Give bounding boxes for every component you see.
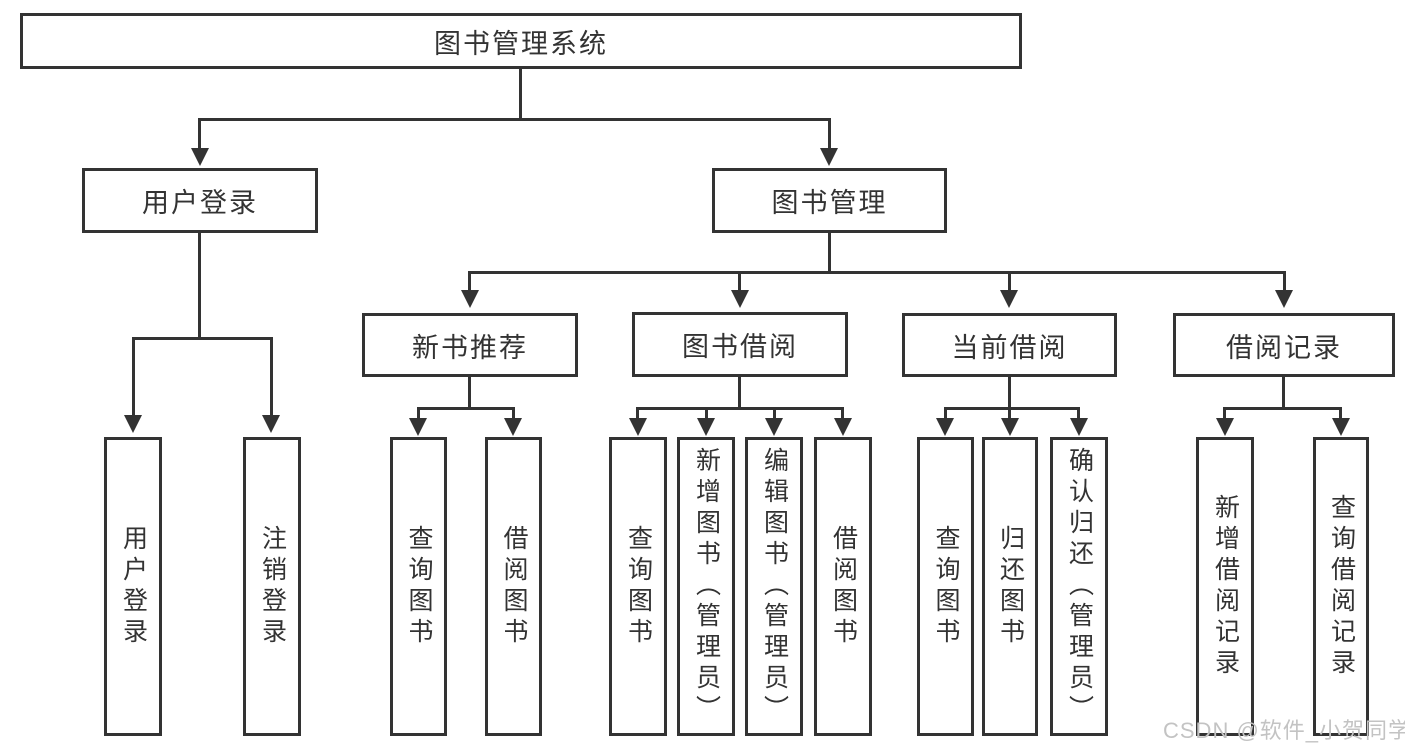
node-label: 图书借阅 xyxy=(682,332,798,362)
arrow-down-current-borrow xyxy=(1000,290,1018,308)
arrow-down-leaf xyxy=(504,418,522,436)
watermark: CSDN @软件_小贺同学 xyxy=(1163,718,1405,743)
connector-book-mgmt-rail xyxy=(468,271,1286,274)
connector-book-borrow-stem xyxy=(738,377,741,410)
leaf-confirm-return-admin: 确认归还（管理员） xyxy=(1050,437,1108,736)
node-current-borrow: 当前借阅 xyxy=(902,313,1117,377)
node-label: 图书管理系统 xyxy=(434,28,608,59)
node-label: 借阅图书 xyxy=(829,524,858,649)
node-label: 图书管理 xyxy=(771,188,888,218)
connector-to-leaf xyxy=(841,407,844,420)
connector-to-current-borrow xyxy=(1008,271,1011,292)
arrow-down-leaf-user-login xyxy=(124,415,142,433)
connector-to-new-books xyxy=(468,271,471,292)
node-label: 查询图书 xyxy=(932,524,960,649)
connector-to-leaf xyxy=(1077,407,1080,420)
node-label: 确认归还（管理员） xyxy=(1065,447,1094,726)
arrow-down-user-login xyxy=(191,148,209,166)
connector-to-leaf xyxy=(705,407,708,420)
node-borrow-records: 借阅记录 xyxy=(1173,313,1395,377)
arrow-down-book-mgmt xyxy=(820,148,838,166)
node-book-borrow: 图书借阅 xyxy=(632,312,848,377)
leaf-add-book-admin: 新增图书（管理员） xyxy=(677,437,735,736)
node-label: 查询图书 xyxy=(405,524,433,649)
connector-to-leaf xyxy=(944,407,947,420)
node-label: 借阅图书 xyxy=(500,524,528,649)
connector-to-leaf xyxy=(773,407,776,420)
leaf-return-book: 归还图书 xyxy=(982,437,1038,736)
arrow-down-leaf-logout xyxy=(262,415,280,433)
node-label: 查询借阅记录 xyxy=(1327,493,1356,680)
node-user-login: 用户登录 xyxy=(82,168,318,233)
connector-to-leaf xyxy=(636,407,639,420)
connector-current-borrow-rail xyxy=(944,407,1080,410)
connector-book-borrow-rail xyxy=(636,407,844,410)
node-label: 新书推荐 xyxy=(412,332,528,363)
leaf-borrow-books-newbooks: 借阅图书 xyxy=(485,437,542,736)
connector-current-borrow-stem xyxy=(1008,377,1011,410)
connector-to-leaf xyxy=(512,407,515,420)
connector-to-leaf xyxy=(417,407,420,420)
node-label: 当前借阅 xyxy=(951,332,1068,363)
connector-to-leaf-user-login xyxy=(132,337,135,417)
connector-to-book-borrow xyxy=(738,271,741,292)
connector-root-rail xyxy=(198,118,831,121)
node-label: 新增图书（管理员） xyxy=(692,447,721,726)
connector-borrow-records-rail xyxy=(1223,407,1342,410)
connector-to-user-login xyxy=(198,118,201,150)
connector-new-books-rail xyxy=(417,407,515,410)
node-label: 注销登录 xyxy=(258,524,287,649)
arrow-down-leaf xyxy=(1001,418,1019,436)
connector-to-leaf-logout xyxy=(270,337,273,417)
arrow-down-leaf xyxy=(409,418,427,436)
node-book-mgmt: 图书管理 xyxy=(712,168,947,233)
leaf-query-books-newbooks: 查询图书 xyxy=(390,437,447,736)
node-label: 用户登录 xyxy=(142,188,258,218)
node-label: 编辑图书（管理员） xyxy=(760,447,789,726)
connector-to-book-mgmt xyxy=(828,118,831,150)
connector-to-leaf xyxy=(1008,407,1011,420)
connector-book-mgmt-stem xyxy=(828,233,831,274)
arrow-down-new-books xyxy=(461,290,479,308)
arrow-down-leaf xyxy=(834,418,852,436)
connector-to-leaf xyxy=(1223,407,1226,420)
node-label: 借阅记录 xyxy=(1226,332,1342,363)
connector-user-login-stem xyxy=(198,233,201,340)
leaf-query-books-borrow: 查询图书 xyxy=(609,437,667,736)
arrow-down-leaf xyxy=(697,418,715,436)
arrow-down-leaf xyxy=(629,418,647,436)
arrow-down-leaf xyxy=(1216,418,1234,436)
node-label: 归还图书 xyxy=(996,524,1025,649)
leaf-borrow-books-borrow: 借阅图书 xyxy=(814,437,872,736)
connector-borrow-records-stem xyxy=(1282,377,1285,410)
node-label: 新增借阅记录 xyxy=(1211,493,1240,680)
arrow-down-leaf xyxy=(1070,418,1088,436)
connector-user-login-rail xyxy=(132,337,273,340)
leaf-edit-book-admin: 编辑图书（管理员） xyxy=(745,437,803,736)
node-label: 查询图书 xyxy=(624,524,653,649)
arrow-down-leaf xyxy=(936,418,954,436)
connector-new-books-stem xyxy=(468,377,471,410)
connector-to-borrow-records xyxy=(1283,271,1286,292)
arrow-down-book-borrow xyxy=(731,290,749,308)
leaf-user-login: 用户登录 xyxy=(104,437,162,736)
leaf-query-books-current: 查询图书 xyxy=(917,437,974,736)
node-new-books: 新书推荐 xyxy=(362,313,578,377)
arrow-down-leaf xyxy=(765,418,783,436)
connector-to-leaf xyxy=(1339,407,1342,420)
leaf-logout: 注销登录 xyxy=(243,437,301,736)
leaf-add-borrow-record: 新增借阅记录 xyxy=(1196,437,1254,736)
node-label: 用户登录 xyxy=(119,524,148,649)
arrow-down-borrow-records xyxy=(1275,290,1293,308)
connector-root-stem xyxy=(519,69,522,121)
leaf-query-borrow-record: 查询借阅记录 xyxy=(1313,437,1369,736)
arrow-down-leaf xyxy=(1332,418,1350,436)
node-root: 图书管理系统 xyxy=(20,13,1022,69)
